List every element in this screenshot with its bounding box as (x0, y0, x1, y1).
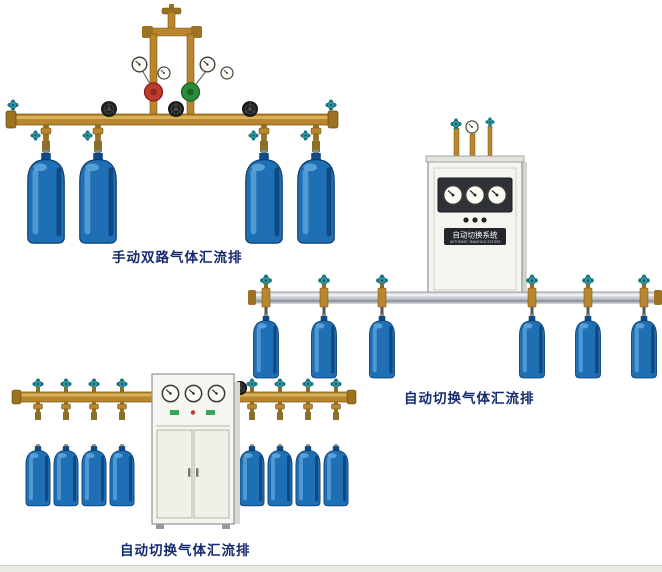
cylinder-station (25, 378, 51, 507)
gas-cylinder (267, 443, 293, 507)
pressure-gauge (157, 66, 171, 80)
cylinder-bay-1 (27, 124, 65, 244)
inlet-valve-knob (485, 117, 495, 127)
inlet-valve-knob (450, 118, 462, 130)
manifold-rail (248, 290, 662, 305)
hand-valve-icon (241, 100, 259, 118)
cylinder-bay-4 (297, 124, 335, 244)
indicator-light (206, 410, 215, 415)
gas-cylinder (323, 443, 349, 507)
end-valve-knob (325, 99, 337, 111)
cabinet-gauge (184, 384, 203, 403)
cylinder-station (295, 378, 321, 507)
cylinder-station (53, 378, 79, 507)
cylinder-station (311, 274, 337, 379)
cabinet-label-en: AUTOMATIC MANIFOLD SYSTEM (450, 240, 501, 244)
manifold-center-pipes (142, 4, 202, 117)
caption-auto-manifold-bottom: 自动切换气体汇流排 (120, 543, 251, 559)
indicator-light (190, 410, 196, 415)
cabinet-label-cn: 自动切换系统 (453, 230, 498, 240)
gas-cylinder (109, 443, 135, 507)
cylinder-valve-knob (82, 130, 93, 141)
door-handle (196, 468, 199, 477)
auto-manifold-right-illustration: 自动切换系统 AUTOMATIC MANIFOLD SYSTEM (248, 116, 662, 384)
gas-cylinder (25, 443, 51, 507)
end-valve-knob (7, 99, 19, 111)
hand-valve-icon (100, 100, 118, 118)
gas-cylinder (519, 314, 545, 379)
gas-cylinder (79, 150, 117, 244)
caption-auto-manifold-right: 自动切换气体汇流排 (404, 391, 535, 407)
pressure-gauge (131, 56, 148, 73)
indicator-dot (463, 217, 469, 223)
control-cabinet: 自动切换系统 AUTOMATIC MANIFOLD SYSTEM (425, 155, 527, 297)
door-handle (188, 468, 191, 477)
cabinet-gauge (464, 184, 486, 206)
page-footer-divider (0, 565, 662, 572)
caption-manual-manifold: 手动双路气体汇流排 (112, 250, 243, 266)
cylinder-station (631, 274, 657, 379)
cylinder-valve-knob (30, 130, 41, 141)
cylinder-station (369, 274, 395, 379)
cylinder-station (323, 378, 349, 507)
regulator-red (143, 82, 164, 102)
cabinet-nameplate (444, 228, 506, 245)
cylinder-station (519, 274, 545, 379)
cabinet-gauge (486, 184, 508, 206)
cylinder-bay-3 (245, 124, 283, 244)
cylinder-station (575, 274, 601, 379)
cabinet-gauge (161, 384, 180, 403)
indicator-dot (481, 217, 487, 223)
indicator-light (170, 410, 179, 415)
gas-cylinder (631, 314, 657, 379)
pressure-gauge (465, 120, 479, 134)
cabinet-door (193, 429, 230, 519)
cylinder-bay-2 (79, 124, 117, 244)
gas-cylinder (575, 314, 601, 379)
cylinder-station (267, 378, 293, 507)
gas-cylinder (311, 314, 337, 379)
hand-valve-icon (167, 100, 185, 118)
gas-cylinder (369, 314, 395, 379)
control-cabinet (151, 373, 240, 529)
gas-cylinder (81, 443, 107, 507)
cabinet-gauge (442, 184, 464, 206)
cabinet-gauge (207, 384, 226, 403)
cylinder-station (239, 378, 265, 507)
pressure-gauge (199, 56, 216, 73)
cylinder-station (81, 378, 107, 507)
cabinet-door (156, 429, 193, 519)
pressure-gauge (220, 66, 234, 80)
gas-cylinder (253, 314, 279, 379)
manual-manifold-illustration (4, 4, 340, 248)
indicator-dot (472, 217, 478, 223)
gas-cylinder (239, 443, 265, 507)
gas-cylinder (295, 443, 321, 507)
cylinder-station (109, 378, 135, 507)
gas-cylinder (53, 443, 79, 507)
auto-manifold-bottom-illustration (10, 370, 358, 540)
cabinet-inlet-pipes (450, 117, 495, 161)
regulator-green (180, 82, 201, 102)
gas-cylinder (27, 150, 65, 244)
cylinder-station (253, 274, 279, 379)
